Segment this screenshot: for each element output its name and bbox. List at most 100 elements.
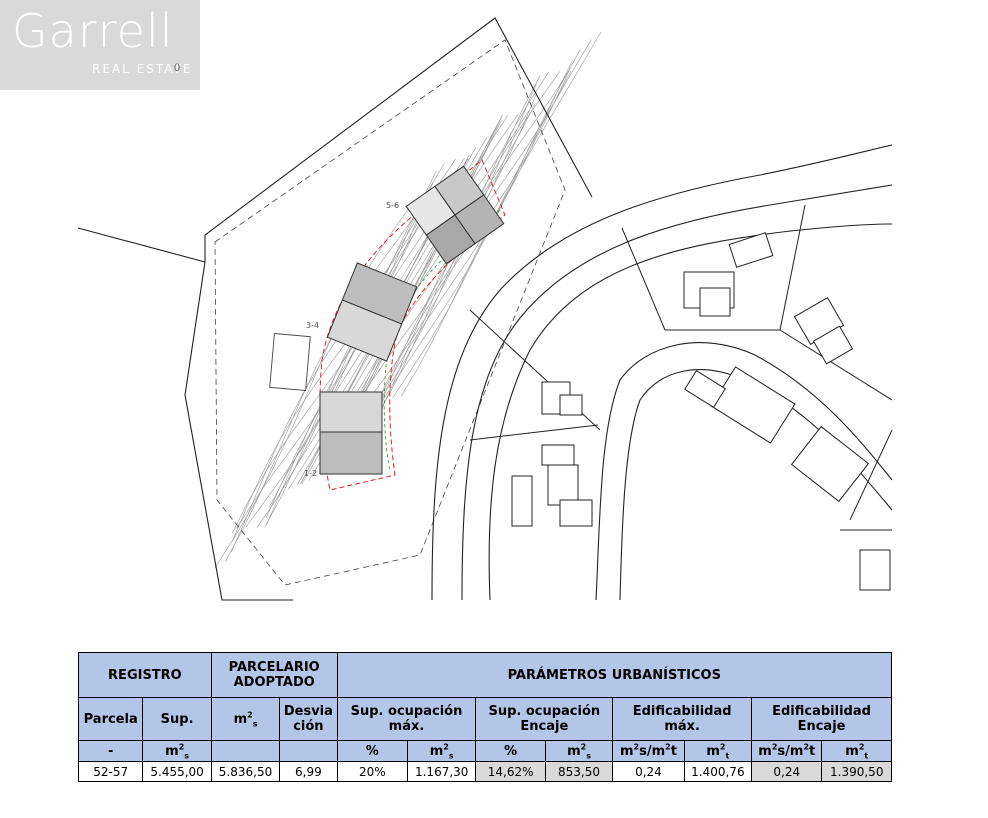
u-sub: t	[864, 751, 869, 761]
unit-m2t-2: m2t	[821, 740, 892, 762]
edif-enc-line-2: Encaje	[797, 719, 846, 734]
contour-line	[334, 103, 536, 455]
site-plan-drawing: 1-2 3-4 5-6	[77, 17, 893, 601]
parcela-header: Parcela	[77, 697, 144, 741]
edif-enc-line-1: Edificabilidad	[772, 704, 871, 719]
u-sub: s	[184, 751, 190, 761]
unit-ratio-1: m2s/m2t	[612, 740, 685, 762]
r-b: s/m	[777, 743, 804, 759]
u-sup: 2	[178, 742, 185, 752]
m2s-header: m2s	[210, 697, 281, 741]
cell-edif-max-ratio: 0,24	[612, 761, 685, 782]
u-sub: s	[586, 751, 591, 761]
unit-pct-2: %	[475, 740, 546, 762]
cell-ocup-max-m2s: 1.167,30	[406, 761, 477, 782]
r-sup2: 2	[665, 742, 671, 752]
parcelario-header: PARCELARIO ADOPTADO	[210, 652, 338, 698]
cell-m2s: 5.836,50	[210, 761, 281, 782]
cell-edif-enc-m2t: 1.390,50	[821, 761, 892, 782]
contour-line	[350, 71, 550, 441]
logo-brand-text: Garrell	[12, 4, 174, 58]
r-sup: 2	[633, 742, 640, 752]
header-row-2: Parcela Sup. m2s Desvia ción Sup. ocupac…	[77, 697, 892, 741]
ocup-enc-line-1: Sup. ocupación	[488, 704, 601, 719]
unit-empty-1	[210, 740, 281, 762]
cell-ocup-enc-pct: 14,62%	[475, 761, 546, 782]
plot-label-5-6: 5-6	[386, 201, 399, 210]
unit-m2t-1: m2t	[683, 740, 753, 762]
plot-label-3-4: 3-4	[306, 321, 319, 330]
contour-line	[340, 75, 541, 441]
u-base: m	[845, 743, 859, 759]
desvia-line-1: Desvia	[283, 704, 333, 719]
proposed-house-1-2	[319, 391, 383, 475]
r-sup: 2	[771, 742, 778, 752]
r-c: t	[809, 743, 816, 759]
u-sub: s	[448, 751, 454, 761]
cell-ocup-max-pct: 20%	[336, 761, 409, 782]
u-base: m	[567, 743, 581, 759]
unit-sup: 2	[247, 710, 253, 720]
contour-line	[214, 202, 414, 569]
table-row: 52-57 5.455,00 5.836,50 6,99 20% 1.167,3…	[77, 761, 892, 782]
proposed-house-3-4	[326, 262, 418, 362]
cell-desviacion: 6,99	[279, 761, 338, 782]
edif-max-line-2: máx.	[664, 719, 700, 734]
header-row-1: REGISTRO PARCELARIO ADOPTADO PARÁMETROS …	[78, 652, 893, 698]
logo-stray-mark: 0	[174, 62, 181, 74]
neighbour-lot-lines	[469, 204, 893, 531]
ocup-enc-line-2: Encaje	[520, 719, 569, 734]
proposed-house-5-6	[405, 165, 505, 265]
edificabilidad-max-header: Edificabilidad máx.	[612, 697, 753, 741]
plot-boundary	[77, 17, 593, 601]
u-base: m	[429, 743, 444, 759]
garrell-logo: Garrell REAL ESTATE 0	[0, 0, 200, 90]
contour-line	[231, 190, 435, 542]
u-base: m	[165, 743, 179, 759]
unit-dash: -	[77, 740, 144, 762]
cell-edif-enc-ratio: 0,24	[751, 761, 823, 782]
u-sup: 2	[719, 742, 726, 752]
ocup-max-line-1: Sup. ocupación	[350, 704, 463, 719]
u-sup: 2	[443, 742, 449, 752]
contour-line	[231, 198, 433, 552]
unit-m2s-2: m2s	[406, 740, 477, 762]
sup-ocupacion-max-header: Sup. ocupación máx.	[336, 697, 477, 741]
contour-line	[335, 83, 537, 442]
cell-sup: 5.455,00	[142, 761, 212, 782]
ocup-max-line-2: máx.	[388, 719, 425, 734]
edificabilidad-encaje-header: Edificabilidad Encaje	[751, 697, 892, 741]
cell-edif-max-m2t: 1.400,76	[683, 761, 753, 782]
r-a: m	[758, 743, 772, 759]
unit-m2s-3: m2s	[544, 740, 614, 762]
u-base: m	[706, 743, 720, 759]
unit-m2s: m2s	[142, 740, 212, 762]
parcelario-line-2: ADOPTADO	[233, 675, 315, 690]
unit-empty-2	[279, 740, 338, 762]
r-b: s/m	[639, 743, 666, 759]
r-a: m	[619, 743, 634, 759]
parcelario-line-1: PARCELARIO	[228, 660, 320, 675]
urban-parameters-table: REGISTRO PARCELARIO ADOPTADO PARÁMETROS …	[77, 652, 893, 782]
sup-header: Sup.	[142, 697, 212, 741]
contour-line	[236, 170, 437, 529]
road	[431, 144, 893, 601]
header-row-units: - m2s % m2s % m2s m2s/m2t m2t m2s/m2t m2…	[77, 740, 892, 762]
neighbour-houses	[511, 232, 891, 591]
unit-ratio-2: m2s/m2t	[751, 740, 823, 762]
plot-label-1-2: 1-2	[304, 469, 317, 478]
r-sup2: 2	[803, 742, 810, 752]
contour-line	[361, 70, 561, 441]
u-sup: 2	[858, 742, 865, 752]
sup-ocupacion-encaje-header: Sup. ocupación Encaje	[475, 697, 614, 741]
cell-ocup-enc-m2s: 853,50	[544, 761, 614, 782]
contour-line	[225, 201, 425, 562]
unit-base: m	[233, 711, 248, 727]
u-sub: t	[725, 751, 730, 761]
parametros-header: PARÁMETROS URBANÍSTICOS	[336, 652, 893, 698]
unit-pct-1: %	[336, 740, 409, 762]
registro-header: REGISTRO	[78, 652, 212, 698]
cell-parcela: 52-57	[77, 761, 144, 782]
r-c: t	[670, 743, 677, 759]
setback-dashed-line	[214, 39, 566, 586]
